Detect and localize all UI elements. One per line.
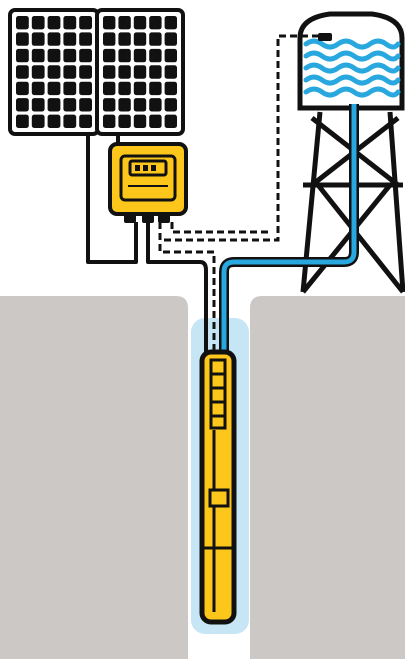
- cable-gland-2: [142, 214, 154, 223]
- solar-cell: [47, 114, 61, 128]
- solar-cell: [133, 114, 147, 128]
- solar-cell: [133, 98, 147, 112]
- solar-cell: [31, 65, 45, 79]
- cable-gland-1: [124, 214, 136, 223]
- solar-cell: [149, 16, 162, 30]
- solar-cell: [164, 16, 177, 30]
- tank-water-waves: [303, 38, 401, 98]
- solar-cell: [164, 65, 177, 79]
- pump-controller: [108, 142, 188, 223]
- solar-cell: [103, 98, 116, 112]
- solar-cell: [103, 81, 116, 96]
- solar-cell: [149, 65, 162, 79]
- solar-cell: [16, 81, 29, 96]
- solar-cell: [31, 32, 45, 46]
- solar-cells-right: [103, 16, 177, 128]
- solar-cell: [103, 65, 116, 79]
- submersible-pump: [199, 349, 237, 625]
- solar-cell: [16, 114, 29, 128]
- solar-cell: [31, 98, 45, 112]
- solar-cell: [103, 32, 116, 46]
- solar-cell: [164, 81, 177, 96]
- solar-cell: [133, 65, 147, 79]
- solar-cell: [63, 48, 77, 63]
- solar-cell: [149, 32, 162, 46]
- solar-cell: [118, 114, 131, 128]
- solar-cell: [79, 81, 92, 96]
- solar-cell: [47, 65, 61, 79]
- solar-cell: [118, 98, 131, 112]
- solar-cell: [63, 114, 77, 128]
- solar-cell: [149, 48, 162, 63]
- solar-cell: [164, 48, 177, 63]
- solar-cell: [79, 65, 92, 79]
- solar-cell: [149, 98, 162, 112]
- solar-cell: [63, 98, 77, 112]
- display-segment-2: [143, 165, 148, 171]
- panel-to-controller-cable-a: [86, 134, 138, 264]
- solar-cell: [118, 32, 131, 46]
- solar-cell: [47, 81, 61, 96]
- solar-cell: [63, 81, 77, 96]
- solar-cell: [118, 16, 131, 30]
- solar-cell: [63, 32, 77, 46]
- solar-cell: [149, 114, 162, 128]
- solar-cell: [16, 32, 29, 46]
- ground-right: [250, 296, 405, 659]
- solar-cell: [47, 98, 61, 112]
- solar-cell: [103, 48, 116, 63]
- solar-cell: [133, 81, 147, 96]
- solar-cell: [47, 32, 61, 46]
- solar-cell: [31, 81, 45, 96]
- solar-cell: [31, 16, 45, 30]
- solar-cell: [118, 48, 131, 63]
- controller-to-pump-cable: [146, 222, 208, 360]
- controller-inner-panel: [119, 154, 177, 202]
- solar-cell: [79, 16, 92, 30]
- solar-cell: [79, 48, 92, 63]
- solar-cell: [164, 114, 177, 128]
- solar-cell: [79, 32, 92, 46]
- solar-cell: [118, 81, 131, 96]
- solar-cell: [79, 114, 92, 128]
- solar-cell: [47, 16, 61, 30]
- solar-cell: [63, 16, 77, 30]
- cable-gland-3: [158, 214, 170, 223]
- water-pipe-fill: [221, 104, 357, 370]
- ground-left: [0, 296, 188, 659]
- solar-cell: [133, 16, 147, 30]
- solar-cell: [164, 32, 177, 46]
- solar-cell: [103, 114, 116, 128]
- solar-cell: [118, 65, 131, 79]
- solar-cell: [16, 48, 29, 63]
- solar-cell: [16, 98, 29, 112]
- pump-motor-badge: [208, 488, 230, 508]
- solar-cell: [16, 16, 29, 30]
- solar-cells-left: [16, 16, 92, 128]
- display-segment-3: [151, 165, 156, 171]
- solar-cell: [149, 81, 162, 96]
- solar-panel-array: [8, 8, 185, 136]
- solar-cell: [16, 65, 29, 79]
- solar-cell: [133, 32, 147, 46]
- solar-cell: [31, 48, 45, 63]
- solar-cell: [79, 98, 92, 112]
- solar-cell: [103, 16, 116, 30]
- solar-cell: [63, 65, 77, 79]
- solar-cell: [31, 114, 45, 128]
- solar-cell: [164, 98, 177, 112]
- display-segment-1: [135, 165, 140, 171]
- controller-to-pump-cable-dashed: [158, 222, 216, 360]
- solar-cell: [47, 48, 61, 63]
- solar-cell: [133, 48, 147, 63]
- pump-inlet-screen: [209, 358, 227, 430]
- float-switch: [318, 33, 332, 41]
- pump-body: [199, 349, 237, 625]
